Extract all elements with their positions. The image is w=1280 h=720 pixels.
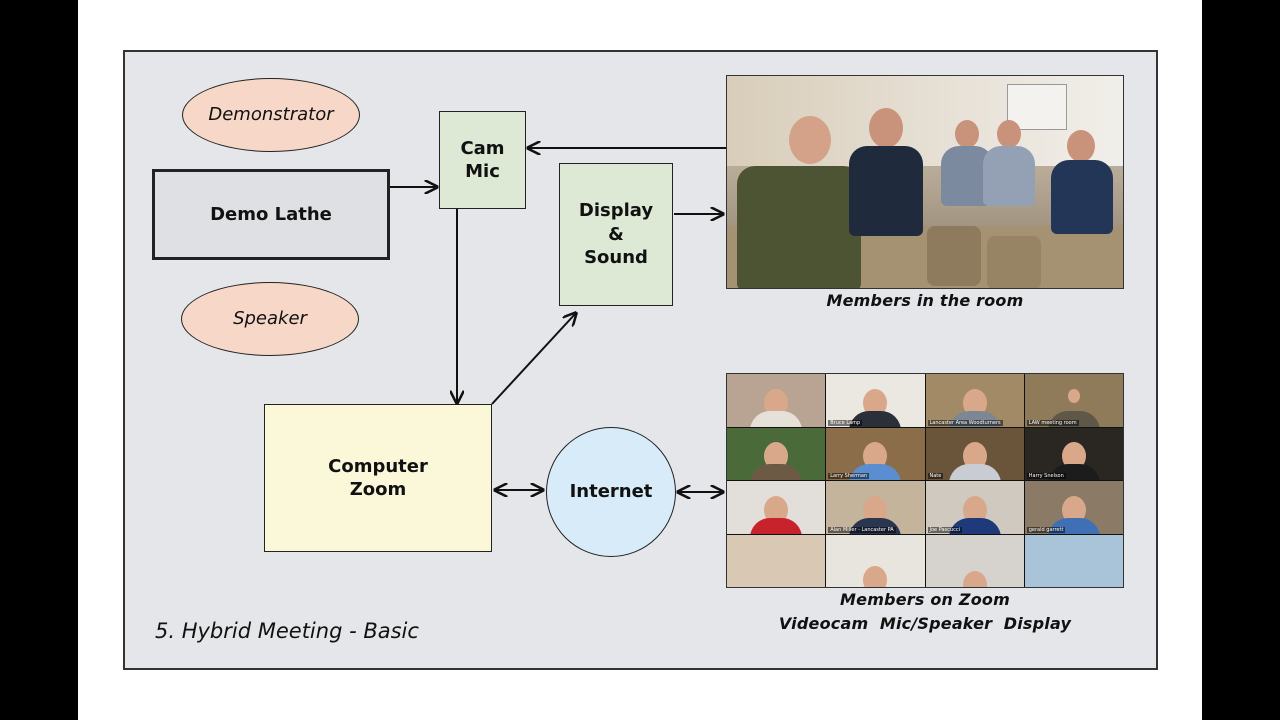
room-person <box>979 120 1039 280</box>
computer-label: Computer <box>328 455 428 477</box>
room-caption: Members in the room <box>826 291 1024 310</box>
computer-zoom-node: Computer Zoom <box>264 404 492 552</box>
zoom-tile <box>826 534 925 587</box>
connector-arrows <box>390 52 726 672</box>
zoom-tile-name: Joe Pascucci <box>927 526 962 533</box>
demo-lathe-label: Demo Lathe <box>210 203 332 225</box>
zoom-tile-name: Nate <box>927 473 944 479</box>
zoom-tile-name: Alan Miller - Lancaster PA <box>828 526 896 533</box>
zoom-tile-name: Lancaster Area Woodturners <box>927 419 1003 426</box>
zoom-tile-name: LAW meeting room <box>1026 419 1079 426</box>
internet-node: Internet <box>546 427 676 557</box>
diagram-panel: Demonstrator Demo Lathe Speaker Cam Mic … <box>123 50 1158 670</box>
sound-label: Sound <box>584 247 648 269</box>
display-label: Display <box>578 200 654 222</box>
zoom-caption-title: Members on Zoom <box>840 590 1010 609</box>
slide: Demonstrator Demo Lathe Speaker Cam Mic … <box>78 0 1202 720</box>
zoom-tile <box>727 427 826 480</box>
zoom-tile: LAW meeting room <box>1024 374 1123 427</box>
cam-label: Cam <box>460 137 505 159</box>
zoom-tile <box>727 534 826 587</box>
zoom-tile: Alan Miller - Lancaster PA <box>826 481 925 534</box>
zoom-tile: Bruce Lamp <box>826 374 925 427</box>
arrow-computer-to-display <box>491 313 576 405</box>
internet-label: Internet <box>569 481 653 503</box>
zoom-tile <box>727 374 826 427</box>
zoom-tile-name: Bruce Lamp <box>828 419 863 426</box>
ampersand-label: & <box>608 223 624 245</box>
zoom-label: Zoom <box>349 479 407 500</box>
zoom-tile: Harry Snelson <box>1024 427 1123 480</box>
zoom-gallery: Bruce Lamp Lancaster Area Woodturners LA… <box>726 373 1124 588</box>
zoom-tile: gerald garrett <box>1024 481 1123 534</box>
zoom-tile: Larry Sherman <box>826 427 925 480</box>
demonstrator-node: Demonstrator <box>182 78 360 152</box>
zoom-tile <box>925 534 1024 587</box>
speaker-label: Speaker <box>233 308 307 330</box>
speaker-node: Speaker <box>181 282 359 356</box>
cam-mic-node: Cam Mic <box>439 111 526 209</box>
room-person <box>731 112 861 288</box>
slide-title: 5. Hybrid Meeting - Basic <box>155 619 419 643</box>
zoom-tile <box>1024 534 1123 587</box>
zoom-tile: Joe Pascucci <box>925 481 1024 534</box>
mic-label: Mic <box>465 161 500 182</box>
zoom-tile: Nate <box>925 427 1024 480</box>
room-photo <box>726 75 1124 289</box>
zoom-tile-name: Harry Snelson <box>1026 473 1066 479</box>
zoom-tile <box>727 481 826 534</box>
room-person <box>1047 128 1117 288</box>
zoom-tile: Lancaster Area Woodturners <box>925 374 1024 427</box>
room-person <box>845 106 925 288</box>
demo-lathe-node: Demo Lathe <box>152 169 390 260</box>
zoom-tile-name: Larry Sherman <box>828 473 870 479</box>
demonstrator-label: Demonstrator <box>208 104 334 126</box>
display-sound-node: Display & Sound <box>559 163 673 306</box>
zoom-tile-name: gerald garrett <box>1026 526 1066 533</box>
zoom-caption-devices: Videocam Mic/Speaker Display <box>778 614 1072 633</box>
